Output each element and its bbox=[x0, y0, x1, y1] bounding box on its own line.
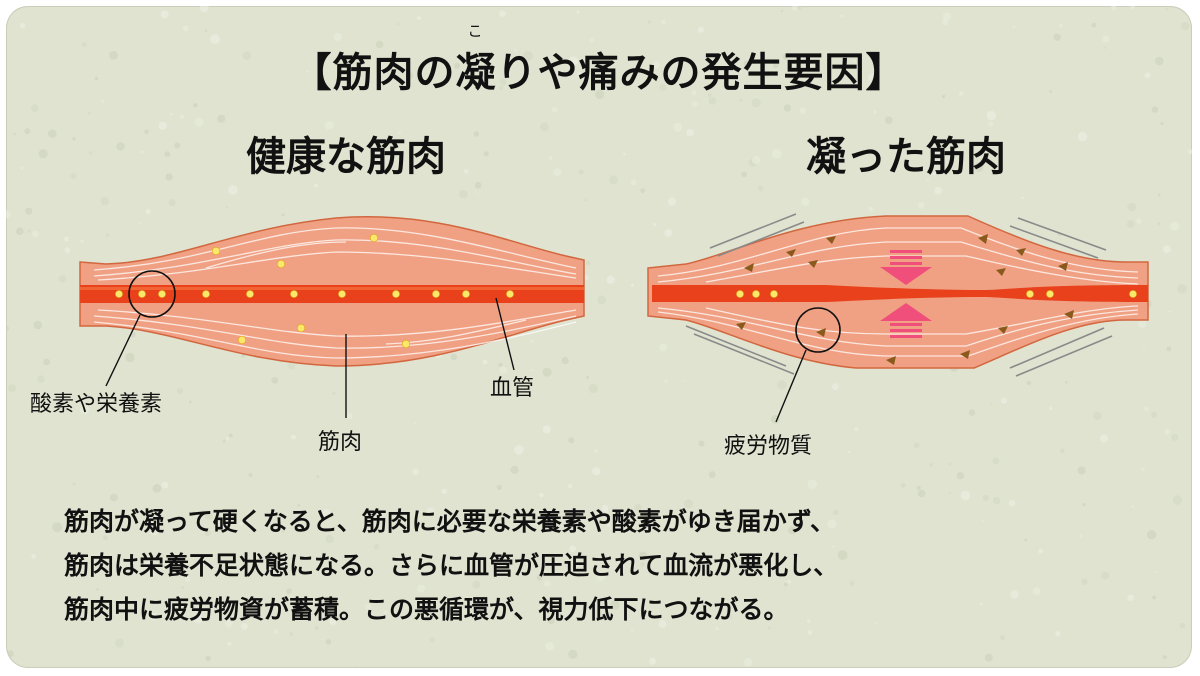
stiff-nutrient-dots bbox=[736, 290, 1137, 298]
explanation-line: 筋肉中に疲労物資が蓄積。この悪循環が、視力低下につながる。 bbox=[64, 595, 789, 624]
stiff-muscle-fibers bbox=[657, 227, 1139, 357]
nutrient-dots bbox=[115, 233, 514, 349]
healthy-muscle-heading: 健康な筋肉 bbox=[246, 134, 446, 180]
fatigue-pointer bbox=[775, 349, 807, 423]
stiff-blood-vessel bbox=[652, 285, 1148, 302]
infographic-card: こ 【筋肉の凝りや痛みの発生要因】 健康な筋肉 凝った筋肉 bbox=[6, 6, 1192, 668]
nutrient-highlight-circle bbox=[128, 270, 176, 318]
fatigue-markers bbox=[736, 234, 1074, 365]
healthy-muscle bbox=[79, 216, 585, 418]
compression-arrow-up bbox=[880, 303, 932, 338]
nutrients-pointer bbox=[105, 314, 141, 387]
explanation-line: 筋肉が凝って硬くなると、筋肉に必要な栄養素や酸素がゆき届かず、 bbox=[64, 507, 836, 536]
explanation-text: 筋肉が凝って硬くなると、筋肉に必要な栄養素や酸素がゆき届かず、 筋肉は栄養不足状… bbox=[64, 500, 1154, 632]
muscle-diagram bbox=[79, 213, 1149, 423]
vessel-pointer bbox=[495, 297, 515, 371]
stiff-muscle-heading: 凝った筋肉 bbox=[806, 134, 1006, 180]
furigana: こ bbox=[467, 22, 483, 40]
nutrients-label: 酸素や栄養素 bbox=[30, 392, 163, 417]
blood-vessel-label: 血管 bbox=[490, 376, 535, 401]
muscle-label: 筋肉 bbox=[318, 430, 363, 455]
fatigue-highlight-circle bbox=[795, 307, 841, 353]
fatigue-substance-label: 疲労物質 bbox=[724, 434, 813, 459]
pressure-lines bbox=[685, 213, 1113, 377]
page-title: 【筋肉の凝りや痛みの発生要因】 bbox=[291, 50, 907, 96]
compression-arrow-down bbox=[880, 250, 932, 285]
explanation-line: 筋肉は栄養不足状態になる。さらに血管が圧迫されて血流が悪化し、 bbox=[64, 551, 839, 580]
stiff-muscle bbox=[647, 213, 1149, 423]
